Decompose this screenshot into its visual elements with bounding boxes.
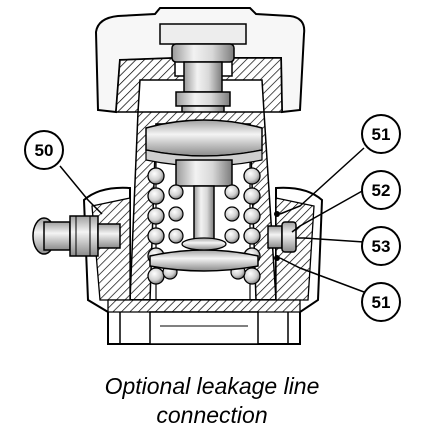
callout-label-52: 52	[372, 181, 391, 200]
callout-52: 52	[361, 170, 401, 210]
leader-52	[291, 189, 365, 233]
callout-label-51-top: 51	[372, 125, 391, 144]
caption-line-2: connection	[156, 402, 268, 428]
caption-line-1: Optional leakage line	[104, 373, 320, 399]
callout-label-50: 50	[35, 141, 54, 160]
callout-53: 53	[361, 226, 401, 266]
valve-bonnet	[94, 7, 306, 114]
leakage-line-fitting	[32, 215, 121, 257]
callout-51-top: 51	[361, 114, 401, 154]
plug-fitting	[267, 211, 297, 261]
callout-leaders	[59, 147, 365, 293]
callout-51-bottom: 51	[361, 282, 401, 322]
leader-51-top	[279, 147, 365, 215]
callout-label-51-bottom: 51	[372, 293, 391, 312]
callout-label-53: 53	[372, 237, 391, 256]
callout-50: 50	[24, 130, 64, 170]
lower-spring-plate	[149, 237, 259, 272]
leader-50	[59, 165, 103, 215]
leader-51-bottom	[279, 257, 365, 293]
valve-cross-section-diagram: 50 51 52 53 51	[24, 7, 401, 345]
leader-53	[296, 237, 365, 243]
upper-spring-plate	[145, 119, 263, 187]
